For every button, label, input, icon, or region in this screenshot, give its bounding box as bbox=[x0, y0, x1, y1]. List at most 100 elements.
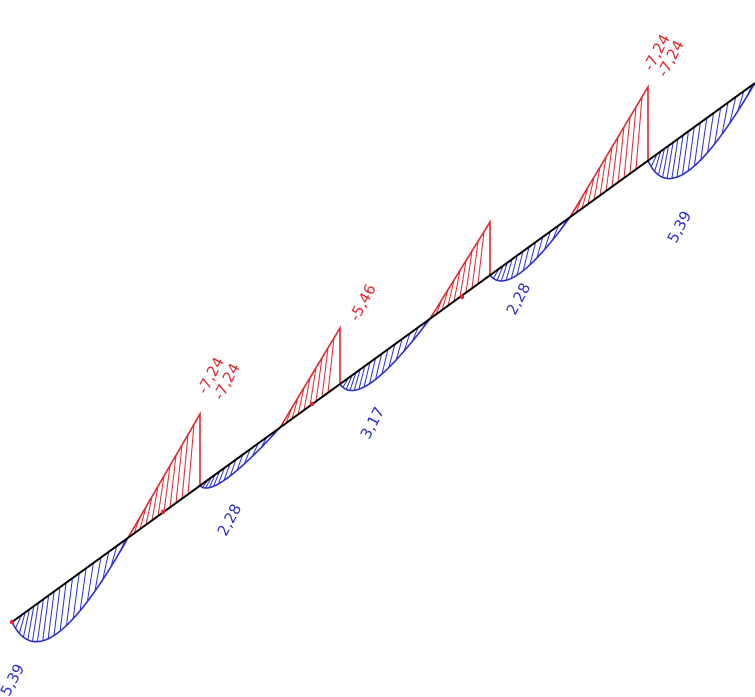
hatch-line bbox=[139, 506, 147, 530]
hatch-line bbox=[654, 151, 662, 172]
hatch-line bbox=[102, 551, 110, 580]
hatch-line bbox=[22, 609, 30, 638]
hatch-line bbox=[15, 614, 22, 629]
node-marker-2 bbox=[160, 509, 166, 515]
hatch-line bbox=[676, 135, 684, 178]
hatch-line bbox=[229, 459, 237, 477]
hatch-line bbox=[321, 347, 329, 398]
label-support2-positive: 3,17 bbox=[357, 404, 389, 442]
hatch-line bbox=[349, 372, 357, 391]
hatch-line bbox=[395, 338, 403, 361]
positive-region-span1-outline bbox=[11, 537, 129, 643]
hatch-line bbox=[27, 606, 35, 640]
positive-region-span1-hatch bbox=[15, 539, 126, 642]
hatch-line bbox=[315, 357, 323, 402]
hatch-line bbox=[217, 467, 225, 485]
hatch-line bbox=[505, 259, 513, 281]
hatch-line bbox=[47, 591, 55, 639]
hatch-line bbox=[110, 545, 118, 568]
beam-axis bbox=[11, 82, 755, 623]
hatch-line bbox=[65, 578, 73, 626]
hatch-line bbox=[358, 365, 366, 390]
hatch-line bbox=[297, 387, 305, 415]
hatch-line bbox=[388, 344, 396, 368]
hatch-line bbox=[687, 127, 695, 171]
hatch-line bbox=[243, 448, 251, 465]
hatch-line bbox=[181, 434, 189, 499]
hatch-line bbox=[477, 231, 485, 285]
label-support4-positive: 5,39 bbox=[664, 208, 696, 246]
hatch-line bbox=[617, 127, 625, 183]
hatch-line bbox=[629, 106, 637, 174]
hatch-line bbox=[403, 333, 411, 352]
hatch-line bbox=[721, 102, 729, 135]
hatch-line bbox=[447, 279, 455, 306]
label-support2-negative: -5,46 bbox=[346, 281, 380, 324]
negative-region-support3-outline bbox=[429, 219, 491, 320]
hatch-line bbox=[94, 557, 102, 592]
hatch-line bbox=[522, 246, 530, 271]
negative-region-support2-hatch bbox=[279, 337, 335, 428]
hatch-line bbox=[516, 251, 524, 276]
hatch-line bbox=[662, 145, 670, 178]
hatch-line bbox=[303, 377, 311, 411]
hatch-line bbox=[187, 424, 195, 495]
hatch-line bbox=[223, 463, 231, 481]
negative-region-support4-hatch bbox=[569, 96, 643, 218]
hatch-line bbox=[208, 474, 216, 488]
hatch-line bbox=[510, 255, 518, 279]
hatch-line bbox=[623, 116, 631, 179]
positive-region-span3-outline bbox=[339, 318, 431, 392]
hatch-line bbox=[327, 337, 335, 393]
positive-region-span4-hatch bbox=[492, 219, 568, 282]
hatch-line bbox=[291, 397, 299, 420]
hatch-line bbox=[737, 90, 745, 112]
hatch-line bbox=[635, 96, 643, 170]
negative-region-support4-outline bbox=[569, 84, 649, 218]
hatch-line bbox=[707, 112, 715, 153]
hatch-line bbox=[381, 349, 389, 375]
hatch-line bbox=[729, 96, 737, 124]
hatch-line bbox=[657, 148, 665, 176]
hatch-line bbox=[169, 455, 177, 508]
hatch-line bbox=[529, 241, 537, 266]
hatch-line bbox=[536, 236, 544, 259]
hatch-line bbox=[581, 187, 589, 209]
hatch-line bbox=[375, 353, 383, 380]
hatch-line bbox=[345, 374, 353, 390]
outline-layer bbox=[11, 82, 755, 643]
hatch-line bbox=[650, 153, 658, 167]
negative-region-support2-outline bbox=[279, 325, 341, 429]
label-left-end-positive: 5,39 bbox=[0, 661, 28, 697]
hatch-line bbox=[59, 582, 67, 632]
hatch-line bbox=[693, 122, 701, 167]
hatch-line bbox=[369, 358, 377, 384]
hatch-line bbox=[251, 443, 259, 457]
positive-region-span3-hatch bbox=[342, 320, 428, 391]
hatch-line bbox=[496, 265, 504, 281]
hatch-line bbox=[453, 270, 461, 302]
hatch-line bbox=[157, 475, 165, 517]
hatch-line bbox=[599, 157, 607, 196]
hatch-line bbox=[605, 147, 613, 192]
hatch-line bbox=[86, 562, 94, 602]
hatch-line bbox=[31, 602, 39, 642]
hatch-line bbox=[700, 117, 708, 160]
positive-region-span4-outline bbox=[489, 216, 571, 282]
hatch-line bbox=[681, 131, 689, 175]
label-support1-positive: 2,28 bbox=[214, 501, 246, 539]
hatch-line bbox=[459, 260, 467, 298]
hatch-line bbox=[42, 595, 50, 641]
hatch-line bbox=[53, 587, 61, 636]
hatch-line bbox=[465, 250, 473, 293]
hatch-line bbox=[593, 167, 601, 200]
hatch-line bbox=[587, 177, 595, 205]
hatch-line bbox=[175, 444, 183, 504]
label-support3-positive: 2,28 bbox=[503, 280, 535, 318]
node-marker-1 bbox=[9, 619, 15, 625]
negative-region-support1-outline bbox=[127, 411, 201, 539]
hatch-line bbox=[79, 568, 87, 611]
hatch-line bbox=[471, 241, 479, 289]
